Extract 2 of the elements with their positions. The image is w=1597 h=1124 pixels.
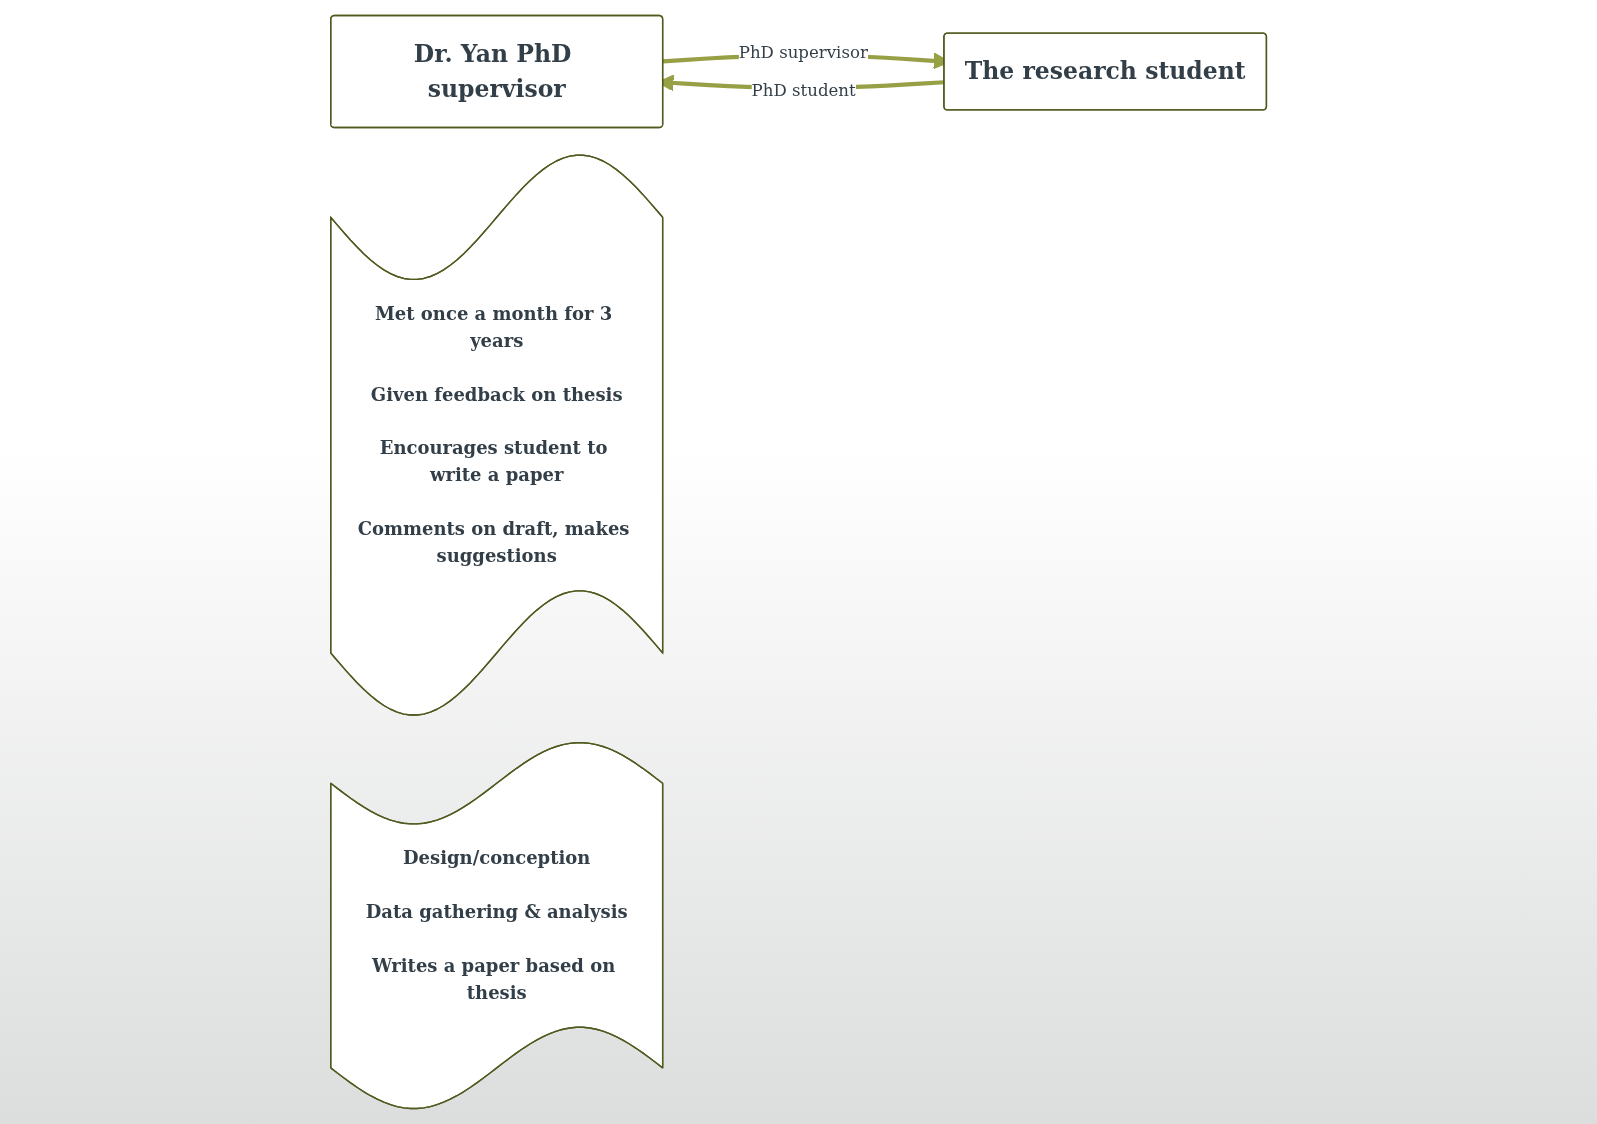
edge-label: PhD student (751, 81, 856, 101)
edge-label: PhD supervisor (738, 42, 868, 62)
